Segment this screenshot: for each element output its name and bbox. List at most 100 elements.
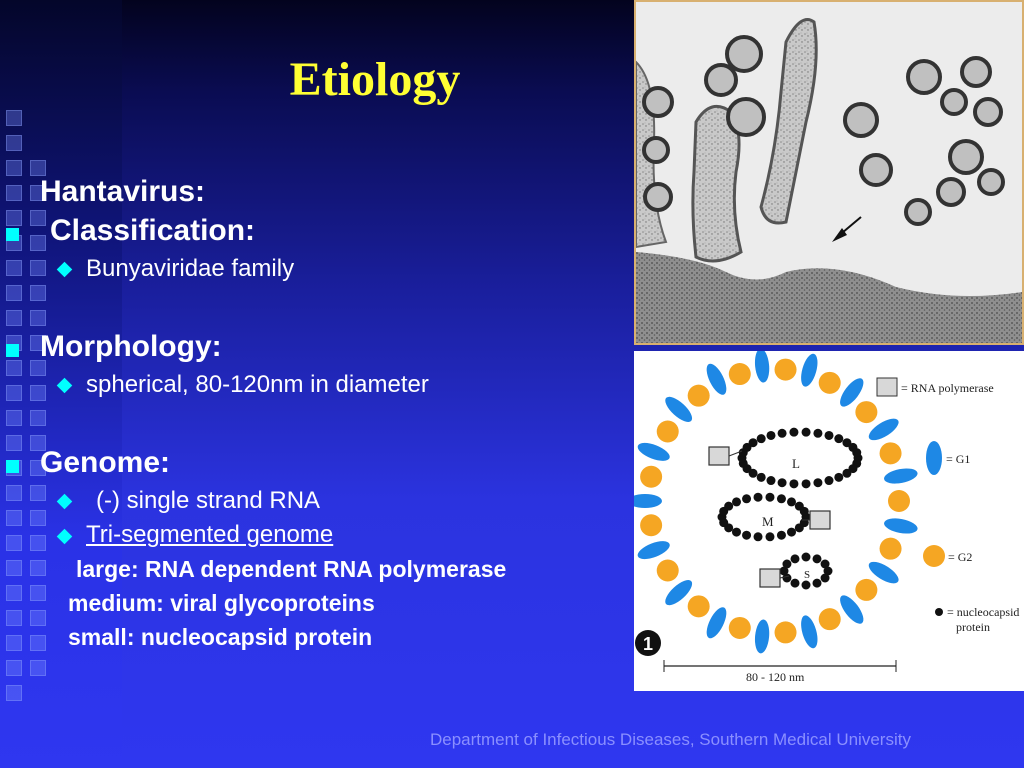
segment-small: small: nucleocapsid protein: [68, 624, 373, 650]
nucleocapsid-icon: [935, 608, 943, 616]
g2-glycoprotein: [818, 608, 841, 631]
segment-l: [737, 427, 863, 489]
nucleocapsid-protein: [753, 532, 763, 542]
g1-glycoprotein: [801, 615, 818, 649]
g2-glycoprotein: [728, 616, 751, 639]
square-bullet-icon: [6, 344, 19, 357]
segment-medium: medium: viral glycoproteins: [68, 590, 375, 616]
nucleocapsid-protein: [820, 573, 830, 583]
legend-nucleocapsid-1: = nucleocapsid: [947, 605, 1019, 619]
g1-glycoprotein: [754, 619, 770, 654]
g2-glycoprotein: [879, 442, 902, 465]
nucleocapsid-protein: [842, 438, 852, 448]
nucleocapsid-protein: [790, 578, 800, 588]
g2-icon: [923, 545, 945, 567]
figure-number: 1: [643, 634, 653, 654]
morphology-item: spherical, 80-120nm in diameter: [86, 371, 429, 398]
genome-item-trisegmented: Tri-segmented genome: [86, 521, 334, 548]
nucleocapsid-protein: [820, 559, 830, 569]
nucleocapsid-protein: [731, 527, 741, 537]
nucleocapsid-protein: [753, 492, 763, 502]
nucleocapsid-protein: [782, 559, 792, 569]
classification-item: Bunyaviridae family: [86, 255, 295, 282]
footer-text: Department of Infectious Diseases, South…: [430, 730, 911, 749]
nucleocapsid-protein: [848, 464, 858, 474]
nucleocapsid-protein: [765, 492, 775, 502]
g1-glycoprotein: [868, 561, 899, 584]
nucleocapsid-protein: [756, 472, 766, 482]
g2-glycoprotein: [656, 559, 679, 582]
nucleocapsid-protein: [742, 494, 752, 504]
g1-glycoprotein: [801, 353, 818, 387]
g1-glycoprotein: [868, 418, 899, 441]
g1-glycoprotein: [665, 396, 693, 422]
scale-label: 80 - 120 nm: [746, 670, 805, 684]
g2-glycoprotein: [774, 358, 797, 381]
g1-glycoprotein: [884, 468, 918, 484]
segment-l-label: L: [792, 456, 800, 471]
g2-glycoprotein: [687, 384, 710, 407]
segment-large: large: RNA dependent RNA polymerase: [76, 556, 507, 582]
electron-micrograph-image: [634, 0, 1024, 345]
nucleocapsid-protein: [794, 523, 804, 533]
nucleocapsid-protein: [842, 468, 852, 478]
nucleocapsid-protein: [801, 479, 811, 489]
g1-glycoprotein: [840, 595, 864, 624]
g2-glycoprotein: [687, 595, 710, 618]
genome-heading: Genome:: [40, 446, 171, 479]
nucleocapsid-protein: [801, 427, 811, 437]
g2-glycoprotein: [855, 401, 878, 424]
g2-glycoprotein: [774, 621, 797, 644]
nucleocapsid-protein: [852, 448, 862, 458]
nucleocapsid-protein: [742, 530, 752, 540]
segment-m: [717, 492, 811, 542]
nucleocapsid-protein: [724, 501, 734, 511]
segment-m-label: M: [762, 514, 774, 529]
nucleocapsid-protein: [777, 428, 787, 438]
slide-title: Etiology: [289, 53, 461, 106]
nucleocapsid-protein: [824, 476, 834, 486]
nucleocapsid-protein: [777, 478, 787, 488]
nucleocapsid-protein: [766, 476, 776, 486]
nucleocapsid-protein: [789, 427, 799, 437]
g2-glycoprotein: [818, 371, 841, 394]
rna-polymerase-icon: [809, 510, 831, 530]
nucleocapsid-protein: [782, 573, 792, 583]
legend-g2: = G2: [948, 550, 972, 564]
nucleocapsid-protein: [748, 468, 758, 478]
classification-heading: Classification:: [50, 214, 256, 247]
figure-number-badge: [635, 630, 661, 656]
rna-polymerase-icon: [759, 568, 781, 588]
g1-glycoprotein: [637, 541, 670, 560]
nucleocapsid-protein: [824, 430, 834, 440]
g2-glycoprotein: [888, 490, 910, 512]
nucleocapsid-protein: [756, 434, 766, 444]
nucleocapsid-protein: [787, 527, 797, 537]
legend-g1: = G1: [946, 452, 970, 466]
decor-squares-col2: [30, 160, 46, 676]
g2-glycoprotein: [728, 363, 751, 386]
g1-glycoprotein: [628, 494, 662, 508]
g2-glycoprotein: [879, 537, 902, 560]
decor-squares-col1: [6, 110, 22, 701]
nucleocapsid-protein: [789, 479, 799, 489]
g1-glycoprotein: [706, 607, 727, 639]
left-decor-strip: [0, 0, 122, 768]
g1-glycoprotein: [637, 442, 670, 461]
segment-s: [779, 552, 833, 590]
hantavirus-label: Hantavirus:: [40, 175, 206, 208]
nucleocapsid-protein: [787, 497, 797, 507]
nucleocapsid-protein: [801, 580, 811, 590]
rna-polymerase-icon: [708, 446, 730, 466]
nucleocapsid-protein: [776, 530, 786, 540]
g1-glycoprotein: [884, 518, 918, 534]
g1-glycoprotein: [665, 580, 693, 606]
rna-polymerase-icon: [876, 377, 898, 397]
g1-glycoprotein: [706, 363, 727, 395]
nucleocapsid-protein: [731, 497, 741, 507]
nucleocapsid-protein: [812, 578, 822, 588]
g2-glycoprotein: [640, 514, 663, 537]
nucleocapsid-protein: [834, 434, 844, 444]
square-bullet-icon: [6, 460, 19, 473]
nucleocapsid-protein: [799, 506, 809, 516]
